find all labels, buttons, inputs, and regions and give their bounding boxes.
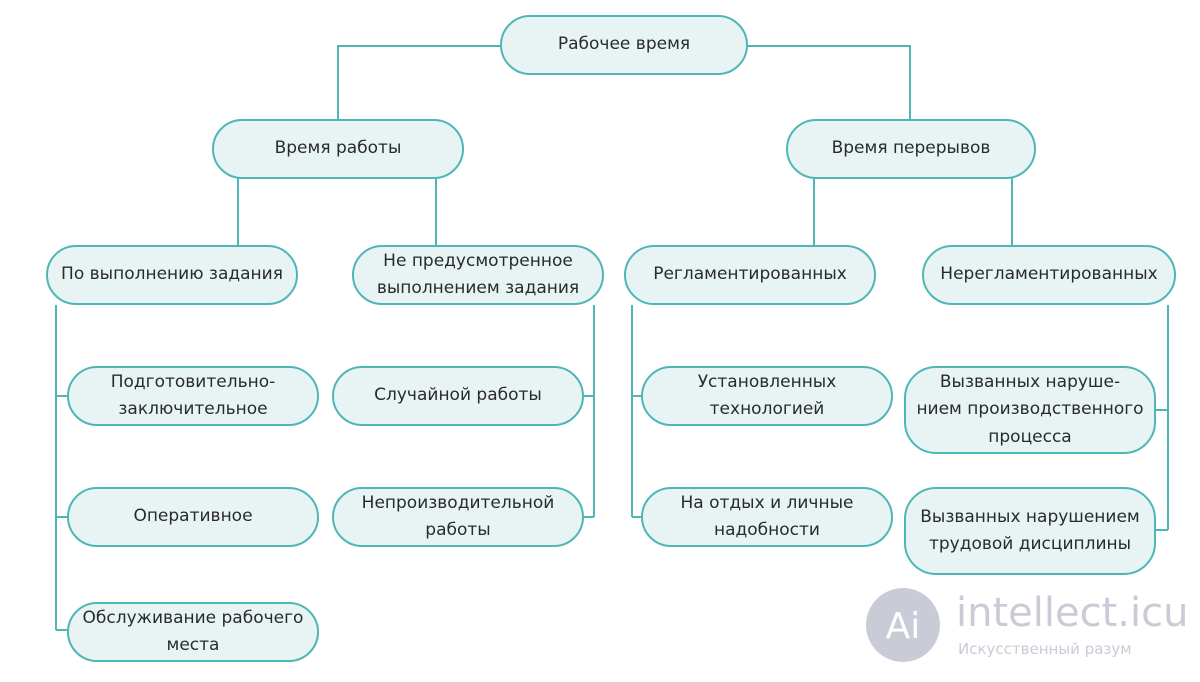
connector-root-break	[748, 45, 911, 119]
break-time-label: Время перерывов	[831, 138, 991, 159]
task-work-label: По выполнению задания	[61, 264, 283, 285]
connector-regulated-items	[631, 305, 642, 518]
watermark-name: intellect.icu	[956, 590, 1189, 636]
non-task-item-node: Непроизводительной работы	[332, 487, 584, 547]
task-work-node: По выполнению задания	[46, 245, 298, 305]
task-item-node: Обслуживание рабочего места	[67, 602, 319, 662]
unregulated-item-node: Вызванных наруше- нием производственного…	[904, 366, 1156, 454]
work-time-node: Время работы	[212, 119, 464, 179]
unregulated-item-node: Вызванных нарушением трудовой дисциплины	[904, 487, 1156, 575]
regulated-node: Регламентированных	[624, 245, 876, 305]
connector-task-items	[55, 305, 68, 631]
regulated-item-label: Установленных технологией	[697, 371, 837, 419]
ai-logo-text: Ai	[886, 606, 921, 647]
root-label: Рабочее время	[557, 34, 691, 55]
task-item-node: Оперативное	[67, 487, 319, 547]
non-task-work-node: Не предусмотренное выполнением задания	[352, 245, 604, 305]
break-time-node: Время перерывов	[786, 119, 1036, 179]
non-task-item-label: Случайной работы	[374, 385, 542, 406]
watermark-tagline: Искусственный разум	[958, 640, 1132, 658]
watermark: Ai intellect.icu Искусственный разум	[864, 586, 1194, 666]
regulated-item-label: На отдых и личные надобности	[680, 492, 854, 540]
work-time-label: Время работы	[274, 138, 402, 159]
connector-unregulated-items	[1156, 305, 1169, 531]
connector-nontask-items	[583, 305, 595, 518]
unregulated-node: Нерегламентированных	[922, 245, 1176, 305]
non-task-item-label: Непроизводительной работы	[361, 492, 555, 540]
regulated-item-node: Установленных технологией	[641, 366, 893, 426]
ai-logo-icon: Ai	[866, 588, 940, 662]
task-item-label: Оперативное	[133, 506, 253, 527]
unregulated-item-label: Вызванных нарушением трудовой дисциплины	[920, 506, 1140, 554]
connector-root-work	[337, 45, 500, 119]
root-node: Рабочее время	[500, 15, 748, 75]
task-item-label: Подготовительно- заключительное	[110, 371, 276, 419]
regulated-label: Регламентированных	[653, 264, 847, 285]
non-task-work-label: Не предусмотренное выполнением задания	[376, 250, 580, 298]
regulated-item-node: На отдых и личные надобности	[641, 487, 893, 547]
unregulated-label: Нерегламентированных	[940, 264, 1158, 285]
task-item-label: Обслуживание рабочего места	[82, 607, 304, 655]
unregulated-item-label: Вызванных наруше- нием производственного…	[916, 372, 1144, 447]
task-item-node: Подготовительно- заключительное	[67, 366, 319, 426]
non-task-item-node: Случайной работы	[332, 366, 584, 426]
